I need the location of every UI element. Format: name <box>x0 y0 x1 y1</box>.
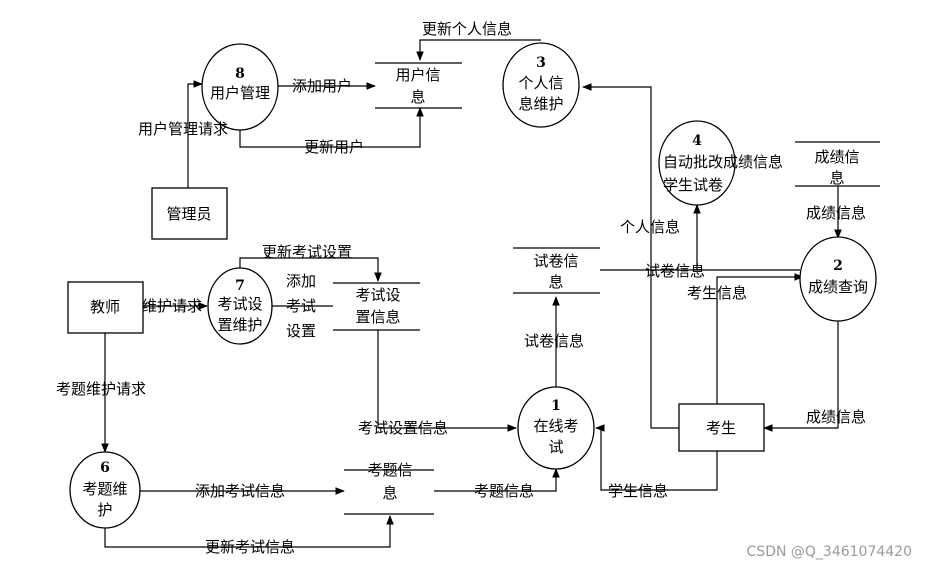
svg-text:6: 6 <box>100 460 110 476</box>
svg-text:护: 护 <box>97 501 112 519</box>
label-exam-settings-info: 考试设置信息 <box>358 419 448 437</box>
label-update-user: 更新用户 <box>304 138 364 156</box>
svg-text:试卷信: 试卷信 <box>533 252 578 270</box>
svg-text:个人信: 个人信 <box>518 74 563 92</box>
svg-text:考题信: 考题信 <box>367 461 412 479</box>
flow-student-info-to-score <box>716 273 804 404</box>
label-paper-info-grading: 试卷信息 <box>645 262 705 280</box>
flow-update-user <box>239 107 424 148</box>
svg-text:息: 息 <box>829 169 844 187</box>
flow-user-mgmt-request <box>187 80 203 188</box>
label-add-exam-settings-1: 添加 <box>286 272 316 290</box>
svg-text:置信息: 置信息 <box>355 308 400 326</box>
process-1-online-exam: 1 在线考 试 <box>517 386 595 470</box>
label-add-exam-settings-3: 设置 <box>286 322 316 340</box>
entity-student: 考生 <box>678 403 765 452</box>
watermark: CSDN @Q_3461074420 <box>747 544 912 560</box>
label-personal-info: 个人信息 <box>620 218 680 236</box>
flow-student-info <box>595 424 718 491</box>
label-question-maint-request: 考题维护请求 <box>56 380 146 398</box>
svg-text:8: 8 <box>235 66 245 82</box>
process-4-auto-grading: 4 自动批改成绩信息 学生试卷 <box>658 120 783 206</box>
svg-text:息: 息 <box>410 88 425 106</box>
process-3-personal-info-maintenance: 3 个人信 息维护 <box>502 42 580 128</box>
svg-text:1: 1 <box>551 398 561 414</box>
process-7-exam-settings-maintenance: 7 考试设 置维护 <box>207 267 273 345</box>
svg-text:教师: 教师 <box>90 298 120 316</box>
label-student-info-score: 考生信息 <box>687 284 747 302</box>
svg-text:息维护: 息维护 <box>518 95 563 113</box>
svg-text:在线考: 在线考 <box>533 417 578 435</box>
flow-update-exam-info <box>104 515 394 548</box>
flow-exam-settings-info <box>377 330 517 432</box>
svg-text:息: 息 <box>548 273 563 291</box>
svg-text:3: 3 <box>536 55 546 71</box>
label-score-info-student: 成绩信息 <box>806 408 866 426</box>
svg-text:用户信: 用户信 <box>395 66 440 84</box>
flow-paper-to-grading <box>600 204 701 271</box>
label-add-user: 添加用户 <box>292 77 352 95</box>
flow-score-to-student <box>763 319 839 432</box>
svg-text:试: 试 <box>548 438 563 456</box>
svg-text:7: 7 <box>235 278 245 294</box>
label-question-info: 考题信息 <box>474 482 534 500</box>
svg-text:成绩查询: 成绩查询 <box>808 278 868 296</box>
store-user-info: 用户信 息 <box>375 62 462 109</box>
process-2-score-query: 2 成绩查询 <box>799 236 877 322</box>
svg-text:考生: 考生 <box>706 419 736 437</box>
process-8-user-management: 8 用户管理 <box>201 43 279 131</box>
flow-update-exam-settings <box>239 257 382 282</box>
store-paper-info: 试卷信 息 <box>513 247 600 294</box>
label-update-personal-info: 更新个人信息 <box>422 20 512 38</box>
svg-text:管理员: 管理员 <box>166 205 211 223</box>
svg-text:成绩信: 成绩信 <box>814 148 859 166</box>
svg-text:2: 2 <box>833 258 843 274</box>
label-score-info-store: 成绩信息 <box>806 204 866 222</box>
svg-text:置维护: 置维护 <box>217 316 262 334</box>
svg-text:学生试卷: 学生试卷 <box>663 176 723 194</box>
svg-text:4: 4 <box>692 133 702 149</box>
entity-teacher: 教师 <box>67 281 144 334</box>
label-update-exam-settings: 更新考试设置 <box>262 243 352 261</box>
label-maintenance-request: 维护请求 <box>142 297 202 315</box>
svg-text:息: 息 <box>382 484 397 502</box>
svg-text:自动批改成绩信息: 自动批改成绩信息 <box>663 153 783 171</box>
entity-admin: 管理员 <box>151 187 228 240</box>
flow-question-info <box>434 468 560 492</box>
label-add-exam-settings-2: 考试 <box>286 297 316 315</box>
svg-text:用户管理: 用户管理 <box>210 84 270 102</box>
label-add-exam-info: 添加考试信息 <box>195 482 285 500</box>
label-paper-info-exam: 试卷信息 <box>524 332 584 350</box>
svg-text:考试设: 考试设 <box>217 295 262 313</box>
store-exam-settings-info: 考试设 置信息 <box>333 282 420 331</box>
svg-text:考试设: 考试设 <box>355 286 400 304</box>
process-6-question-maintenance: 6 考题维 护 <box>69 451 141 529</box>
flow-personal-info <box>582 83 680 429</box>
label-user-mgmt-request: 用户管理请求 <box>138 120 228 138</box>
label-student-info: 学生信息 <box>608 482 668 500</box>
store-score-info: 成绩信 息 <box>795 141 880 187</box>
store-question-info: 考题信 息 <box>344 461 434 515</box>
svg-text:考题维: 考题维 <box>82 480 127 498</box>
label-update-exam-info: 更新考试信息 <box>205 538 295 556</box>
flow-update-personal-info <box>416 39 541 61</box>
